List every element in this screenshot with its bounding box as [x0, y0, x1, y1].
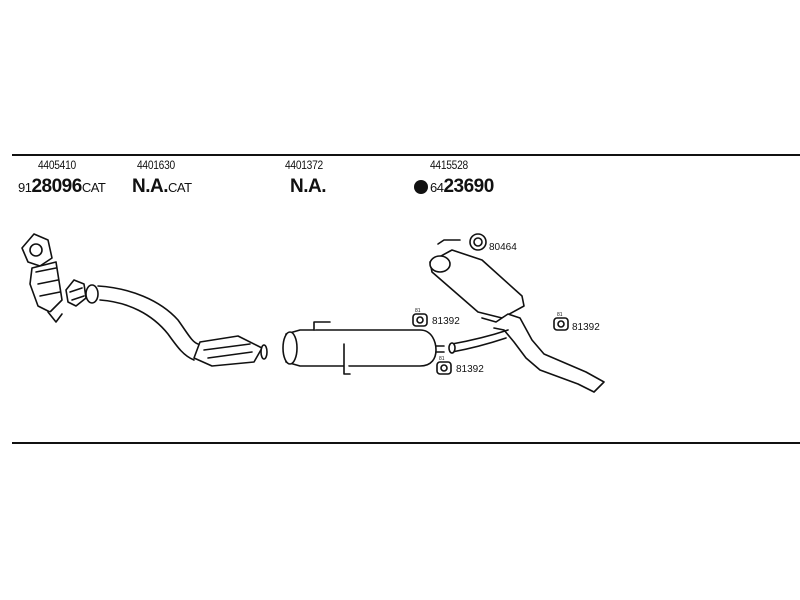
part-number-2: 4401630	[137, 158, 175, 172]
part-code-3-main: N.A.	[290, 176, 327, 197]
filled-circle-icon	[414, 180, 428, 194]
middle-silencer	[282, 321, 445, 375]
clamp-icon-bottom	[436, 361, 452, 375]
clamp-icon-left	[412, 313, 428, 327]
part-number-3: 4401372	[285, 158, 323, 172]
part-code-1-prefix: 91	[18, 180, 32, 195]
part-code-2-main: N.A.	[132, 176, 169, 197]
manifold-catalytic-converter	[21, 233, 63, 323]
clamp-badge-4: 81	[557, 312, 563, 318]
part-code-2-suffix: CAT	[168, 180, 192, 195]
part-code-4-prefix: 64	[430, 180, 444, 195]
part-code-3: N.A.	[290, 176, 327, 198]
clamp-label-1: 80464	[489, 242, 517, 253]
part-number-4: 4415528	[430, 158, 468, 172]
part-code-1-main: 28096	[31, 176, 82, 197]
part-code-1-suffix: CAT	[81, 180, 106, 195]
part-code-2: N.A.CAT	[132, 176, 192, 198]
clamp-label-4: 81392	[572, 322, 600, 333]
clamp-icon-right	[553, 317, 569, 331]
part-number-1: 4405410	[38, 158, 76, 172]
part-code-1: 9128096CAT	[18, 176, 106, 198]
part-code-4-main: 23690	[443, 176, 494, 197]
clamp-badge-2: 81	[415, 308, 421, 314]
clamp-label-2: 81392	[432, 316, 460, 327]
part-code-4: 6423690	[414, 176, 494, 198]
clamp-80464	[469, 233, 487, 251]
rear-silencer-tailpipe	[429, 239, 605, 393]
front-pipe-catalytic-converter	[65, 279, 268, 367]
clamp-label-3: 81392	[456, 364, 484, 375]
clamp-badge-3: 81	[439, 356, 445, 362]
